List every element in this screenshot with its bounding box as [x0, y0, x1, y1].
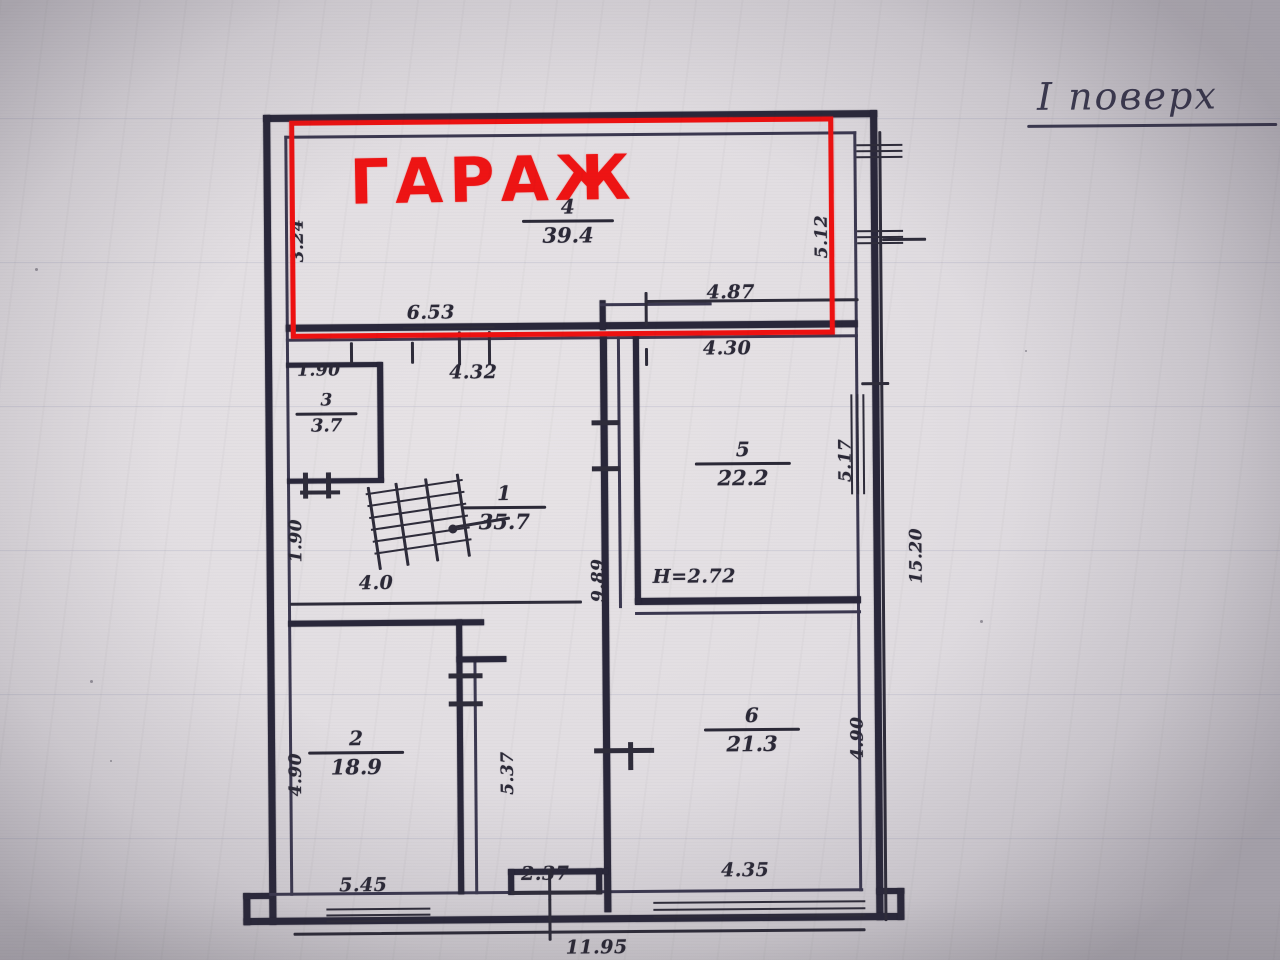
dimension-left-upper-vertical: 3.24 [287, 218, 308, 263]
room-area: 21.3 [726, 730, 778, 757]
dimension-right-mid-vertical: 5.17 [835, 438, 856, 483]
dimension-tick [487, 331, 492, 366]
window-bottom-right [653, 900, 866, 918]
room-label-1: 1 35.7 [462, 481, 547, 535]
garage-annotation-text: ГАРАЖ [348, 140, 638, 219]
window-bottom-left [326, 907, 431, 923]
room-label-2: 2 18.9 [308, 726, 405, 780]
paper-rule [0, 406, 1280, 407]
door-opening-tick [628, 742, 634, 771]
interior-wall-room2-east-inner [473, 661, 479, 895]
room-area: 3.7 [310, 415, 343, 437]
door-opening-tick [594, 747, 655, 754]
wall-inner-face-right [853, 131, 863, 892]
dimension-bottom-total: 11.95 [565, 936, 628, 959]
room-label-3: 3 3.7 [295, 390, 358, 437]
interior-wall-garage-south-inner [285, 334, 858, 342]
interior-wall-room3-east [377, 362, 385, 483]
paper-speck [980, 620, 983, 623]
room-number: 3 [320, 390, 333, 411]
dimension-corridor-width: 4.0 [358, 571, 394, 595]
room-area: 18.9 [330, 754, 382, 780]
door-opening-tick [325, 472, 332, 499]
ceiling-height-note: H=2.72 [652, 565, 737, 588]
floor-note-underline [1027, 122, 1278, 128]
room-number: 1 [497, 481, 512, 506]
room-area: 35.7 [478, 508, 530, 535]
dimension-bottom-center: 2.37 [521, 862, 570, 885]
paper-speck [110, 760, 112, 762]
dimension-bottom-left: 5.45 [339, 873, 388, 897]
dimension-tick [410, 341, 415, 364]
room-label-6: 6 21.3 [703, 703, 800, 757]
dimension-right-total-vertical: 15.20 [906, 527, 927, 584]
dimension-line [289, 600, 582, 606]
paper-rule [0, 694, 1280, 695]
paper-speck [1025, 350, 1027, 352]
paper-speck [90, 680, 93, 683]
dimension-right-upper-vertical: 5.12 [811, 214, 832, 259]
dimension-tick [644, 291, 648, 326]
stairs-symbol [364, 473, 474, 571]
dimension-left-lower-vertical: 4.90 [285, 752, 307, 797]
dimension-tick [457, 331, 462, 366]
dimension-right-lower-vertical: 4.90 [847, 716, 868, 761]
dimension-top-right-exterior: 4.87 [706, 281, 755, 304]
door-opening-tick [591, 420, 620, 426]
room-number: 5 [735, 437, 750, 462]
paper-rule [0, 838, 1280, 839]
dimension-tick [644, 347, 649, 366]
dimension-line [861, 382, 890, 386]
dimension-below-partition: 4.32 [449, 361, 498, 384]
wall-jog-room2 [456, 656, 507, 663]
floor-note-label: I поверх [1036, 73, 1218, 119]
interior-wall-garage-south [285, 320, 858, 332]
dimension-center-vertical: 9.89 [588, 558, 609, 603]
interior-wall-room3-south [286, 478, 385, 484]
room-label-5: 5 22.2 [694, 437, 791, 491]
interior-wall-room5-room6-divider [634, 596, 861, 606]
interior-wall-central-spine-inner [616, 336, 623, 609]
room-number: 2 [348, 726, 364, 751]
interior-wall-room5-west [632, 336, 641, 605]
exterior-wall-bottom-right-return [897, 887, 905, 920]
dimension-tick [349, 342, 354, 365]
dimension-tick [548, 898, 552, 941]
door-opening-tick [448, 701, 483, 707]
door-opening-tick [300, 490, 341, 495]
garage-door-header [599, 302, 712, 307]
dimension-left-mid-vertical: 1.90 [285, 518, 307, 563]
vestibule-threshold [511, 890, 602, 896]
dimension-top-left-interior: 6.53 [406, 301, 456, 324]
paper-speck [35, 268, 38, 271]
dimension-room3-width: 1.90 [297, 360, 341, 381]
dimension-right-of-partition: 4.30 [702, 337, 752, 360]
wall-inner-face-top [284, 131, 857, 139]
room-number: 6 [744, 703, 759, 728]
interior-wall-room2-north [288, 619, 485, 627]
dimension-center-lower-vertical: 5.37 [497, 751, 519, 795]
paper-rule [0, 262, 1280, 263]
door-opening-tick [448, 673, 483, 679]
room-area: 22.2 [717, 464, 769, 491]
exterior-wall-left [263, 114, 277, 925]
dimension-bottom-right: 4.35 [720, 858, 770, 882]
room-area: 39.4 [542, 222, 594, 248]
dimension-line [882, 237, 927, 242]
dimension-line-overall-bottom [293, 928, 866, 936]
door-opening-tick [591, 466, 620, 472]
leader-dot-room1 [448, 524, 458, 534]
interior-wall-room5-room6-divider-inner [635, 610, 862, 616]
exterior-wall-top [263, 110, 878, 122]
door-opening-tick [302, 472, 309, 499]
